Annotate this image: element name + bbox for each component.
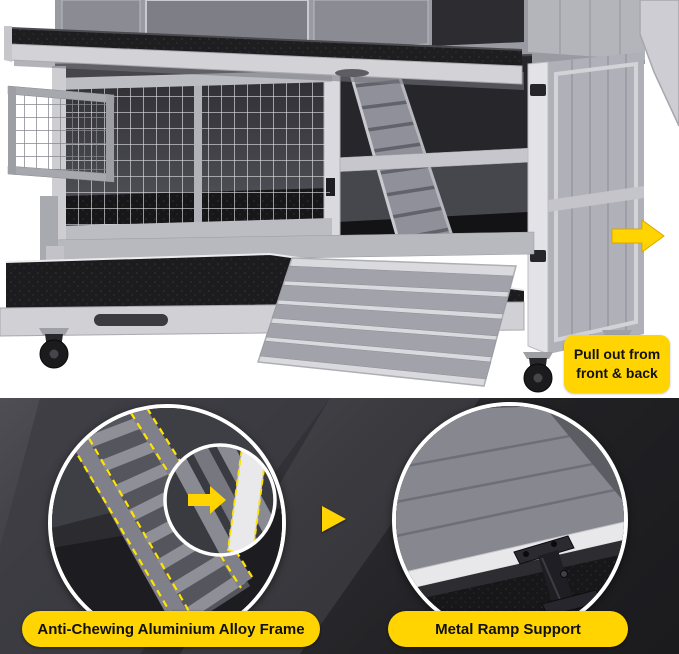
- open-wire-door: [7, 85, 115, 183]
- caster-wheel-front-right: [523, 352, 553, 393]
- open-top-door: [639, 0, 679, 127]
- anti-chew-frame-photo: [48, 404, 286, 642]
- right-side-cabinet: [527, 52, 644, 355]
- hutch-photo: Pull out from front & back: [0, 0, 679, 393]
- pull-out-badge-line1: Pull out from: [573, 346, 661, 362]
- ramp-support-illustration: [396, 406, 624, 634]
- frame-pointer-arrow-icon: [188, 486, 226, 514]
- slatted-ramp-panel: [256, 257, 517, 387]
- caster-wheel-left: [39, 328, 69, 369]
- pull-out-badge-line2: front & back: [576, 364, 658, 381]
- door-latch: [326, 178, 335, 196]
- feature-strip: Anti-Chewing Aluminium Alloy Frame Metal…: [0, 398, 679, 654]
- pull-out-arrow-icon: [611, 219, 665, 253]
- metal-ramp-support-photo: [392, 402, 628, 638]
- ramp-underside: [396, 406, 624, 574]
- hutch-illustration: [0, 0, 679, 393]
- magnifier-circle: [163, 443, 277, 557]
- upper-pull-out-tray: [4, 26, 524, 90]
- anti-chew-frame-illustration: [52, 408, 282, 638]
- metal-ramp-support-label: Metal Ramp Support: [388, 611, 628, 647]
- pull-out-badge: Pull out from front & back: [564, 335, 670, 393]
- play-arrow-icon: [322, 506, 346, 532]
- anti-chew-frame-label: Anti-Chewing Aluminium Alloy Frame: [22, 611, 320, 647]
